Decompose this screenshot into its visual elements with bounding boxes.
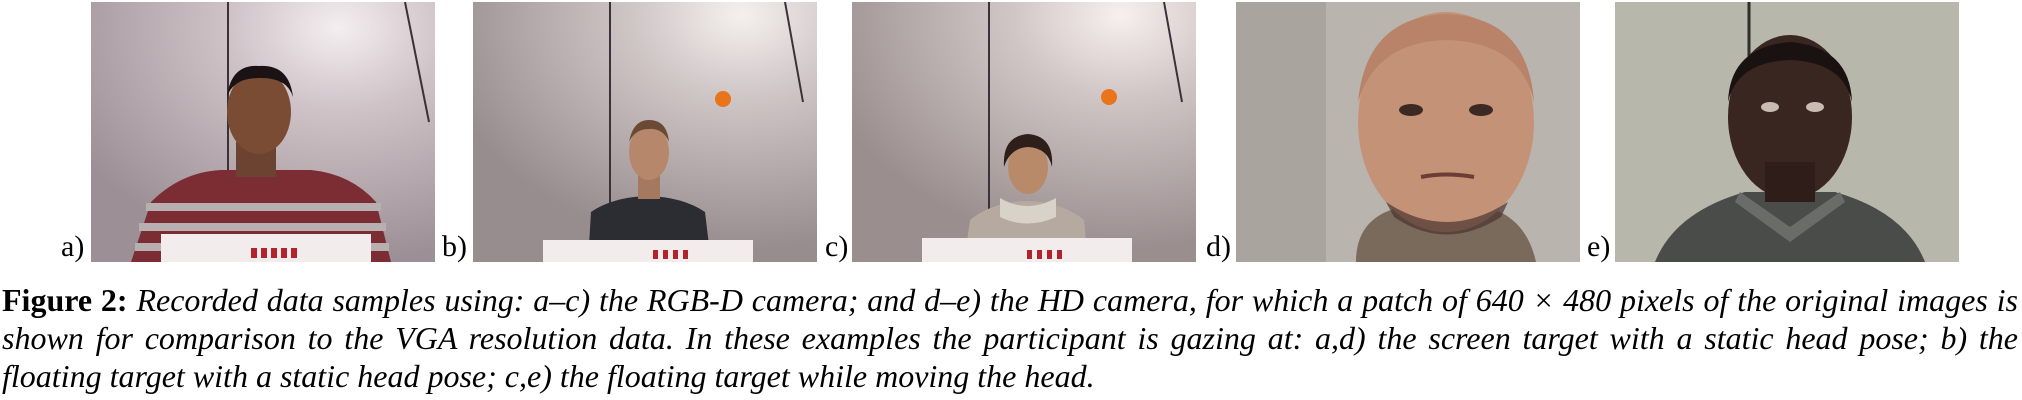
photo-panel-a [91, 2, 435, 262]
panel-label-c: c) [825, 230, 849, 263]
panel-label-d: d) [1206, 230, 1231, 263]
panel-label-b: b) [442, 230, 467, 263]
photo-panel-d [1236, 2, 1580, 262]
caption-text: Recorded data samples using: a–c) the RG… [2, 282, 2018, 394]
figure-label: Figure 2: [2, 282, 128, 318]
photo-panel-e [1615, 2, 1959, 262]
photo-panel-b [473, 2, 817, 262]
figure-caption: Figure 2: Recorded data samples using: a… [2, 281, 2018, 395]
panel-label-a: a) [61, 230, 85, 263]
photo-panel-c [852, 2, 1196, 262]
panel-label-e: e) [1587, 230, 1611, 263]
